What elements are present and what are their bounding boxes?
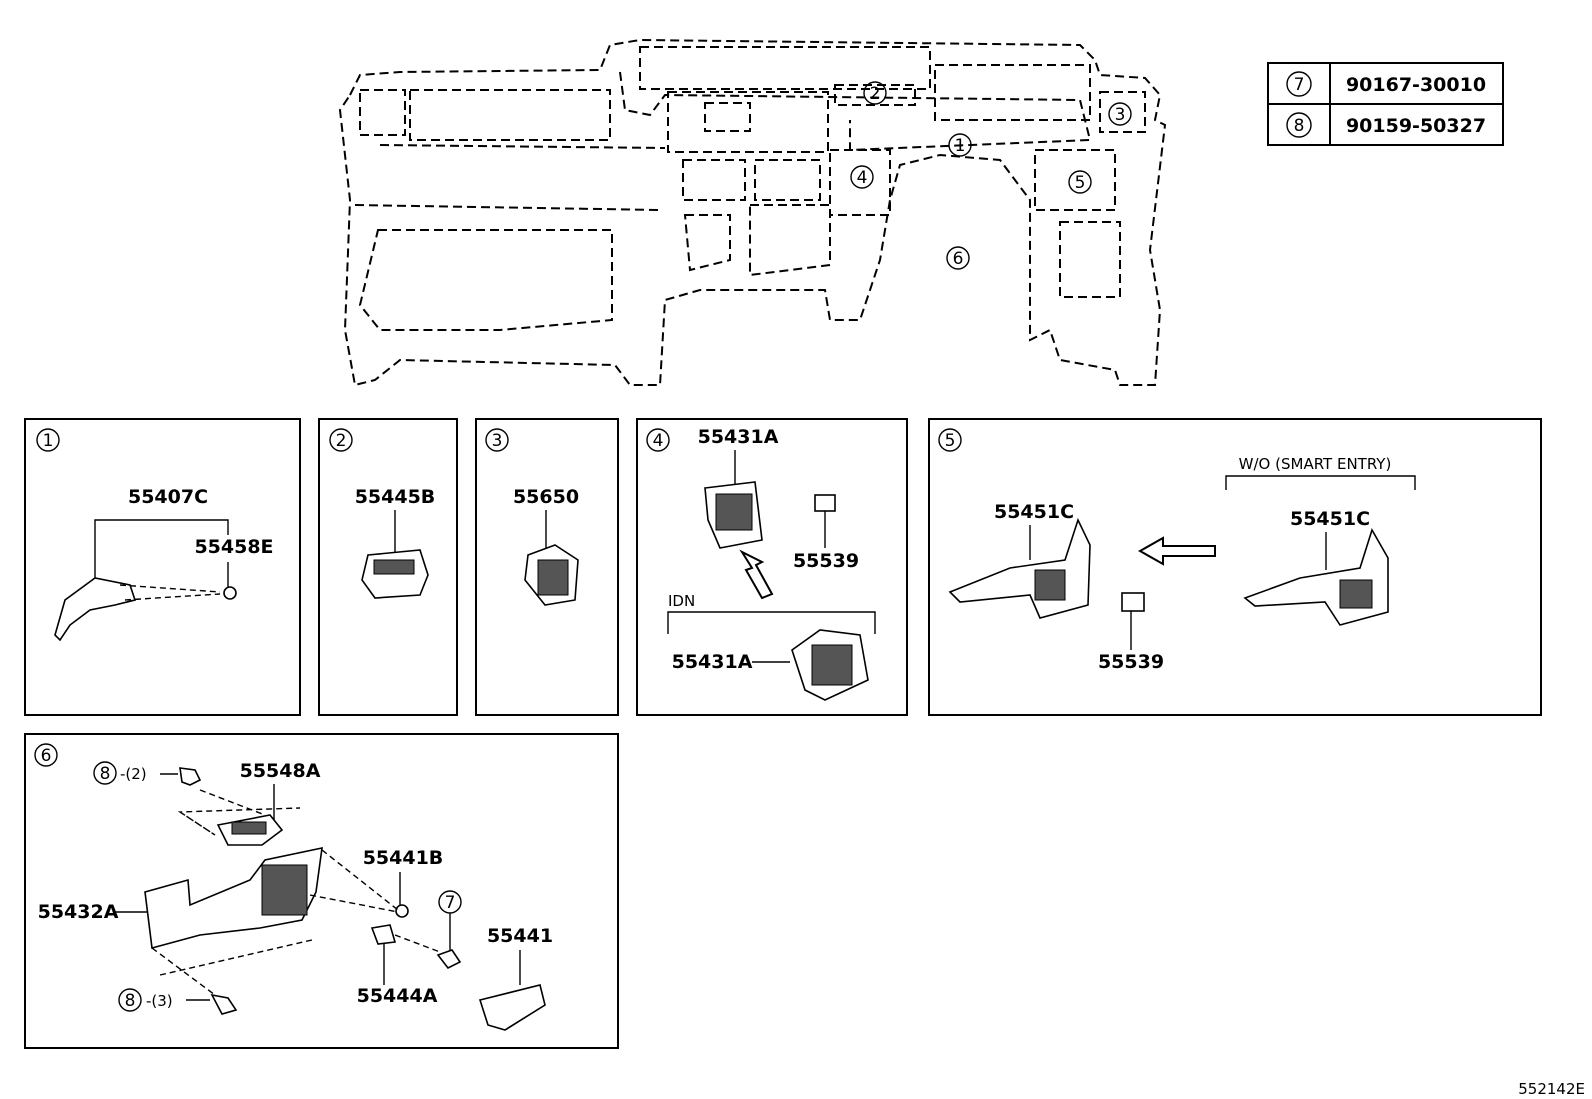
- panel-6-ref: 6: [41, 746, 52, 766]
- panel-3: 3 55650: [475, 418, 619, 716]
- part-55539-p5: 55539: [1098, 651, 1164, 673]
- drawing-id: 552142E: [1518, 1080, 1585, 1098]
- overview-callout-3: 3: [1115, 105, 1126, 125]
- variant-smart-entry: W/O (SMART ENTRY): [1239, 455, 1392, 473]
- switch-part-55539: [814, 494, 836, 512]
- panel-3-ref: 3: [492, 431, 503, 451]
- overview-callout-6: 6: [953, 249, 964, 269]
- part-55539-p4: 55539: [793, 550, 859, 572]
- part-55458E: 55458E: [194, 536, 273, 558]
- panel-4: 4 55431A 55539 IDN 55431A: [636, 418, 908, 716]
- part-55441B: 55441B: [363, 847, 444, 869]
- overview-callout-4: 4: [857, 168, 868, 188]
- screw-7-icon: [436, 949, 462, 970]
- panel-1: 1 55407C 55458E: [24, 418, 301, 716]
- instrument-panel-part-55407C: [54, 577, 137, 642]
- part-55650: 55650: [513, 486, 579, 508]
- clip-part-55441B: [395, 904, 409, 918]
- panel-2-ref: 2: [336, 431, 347, 451]
- part-55407C: 55407C: [128, 486, 208, 508]
- variant-idn: IDN: [668, 592, 695, 610]
- screw-top-icon: [179, 767, 202, 786]
- part-55444A: 55444A: [357, 985, 438, 1007]
- legend-ref-8: 8: [1294, 116, 1305, 136]
- part-55548A: 55548A: [240, 760, 321, 782]
- clip-part-55458E: [223, 586, 237, 600]
- bracket-part-55444A: [370, 924, 397, 945]
- arrow-left-icon: [1137, 536, 1216, 566]
- panel-1-ref: 1: [43, 431, 54, 451]
- fastener-7-ref: 7: [445, 893, 456, 913]
- panel-2: 2 55445B: [318, 418, 458, 716]
- panel-5: 5 55451C 55539 W/O (SMART ENTRY) 55451C: [928, 418, 1542, 716]
- fastener-8-ref-top: 8: [100, 764, 111, 784]
- part-55431A-idn: 55431A: [672, 651, 753, 673]
- part-55441: 55441: [487, 925, 553, 947]
- switch-part-55539-p5: [1121, 592, 1145, 612]
- legend-part-8: 90159-50327: [1346, 115, 1486, 137]
- part-55445B: 55445B: [355, 486, 436, 508]
- panel-part-55451C-right: [1243, 528, 1389, 626]
- fastener-8-qty-top: -(2): [120, 765, 147, 783]
- overview-callout-1: 1: [955, 136, 966, 156]
- panel-4-ref: 4: [653, 431, 664, 451]
- legend-part-7: 90167-30010: [1346, 74, 1486, 96]
- part-55451C-right: 55451C: [1290, 508, 1370, 530]
- arrow-up-icon: [739, 549, 774, 600]
- panel-part-55451C-left: [948, 517, 1091, 619]
- cover-part-55441: [478, 984, 546, 1031]
- overview-callout-5: 5: [1075, 173, 1086, 193]
- part-55431A-top: 55431A: [698, 426, 779, 448]
- dashboard-overview: 1 2 3 4 5 6: [338, 38, 1167, 387]
- screw-bottom-icon: [210, 993, 238, 1015]
- fastener-legend-table: 7 90167-30010 8 90159-50327: [1267, 62, 1504, 146]
- legend-ref-7: 7: [1294, 75, 1305, 95]
- fastener-8-qty-bottom: -(3): [146, 992, 173, 1010]
- panel-5-ref: 5: [945, 431, 956, 451]
- fastener-8-ref-bottom: 8: [125, 991, 136, 1011]
- part-55451C-left: 55451C: [994, 501, 1074, 523]
- part-55432A: 55432A: [38, 901, 119, 923]
- overview-callout-2: 2: [870, 84, 881, 104]
- panel-6: 6 8 -(2) 55548A 55441B 55432A 7 55444A 5…: [24, 733, 619, 1049]
